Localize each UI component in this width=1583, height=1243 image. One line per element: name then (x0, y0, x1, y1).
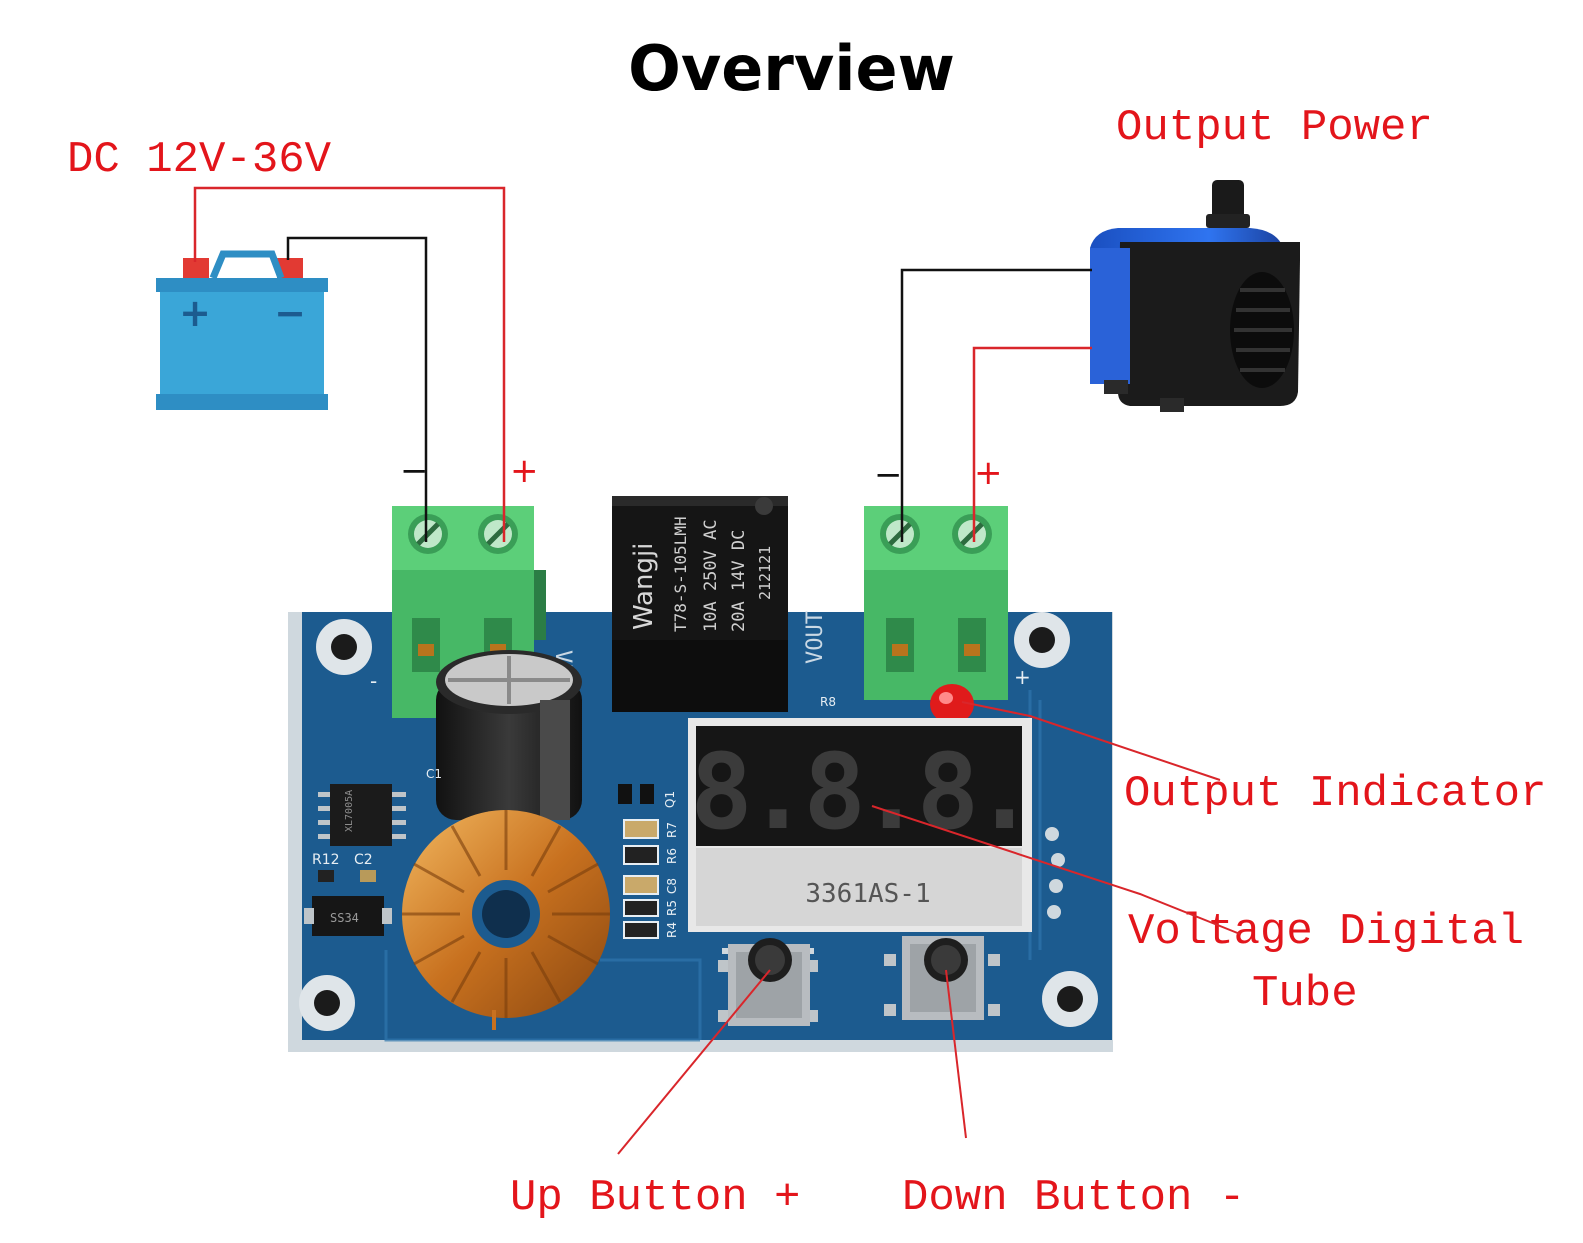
diode-ss34: SS34 (304, 896, 392, 936)
wires (193, 186, 1092, 542)
voltage-tube-label-line2: Tube (1252, 969, 1358, 1019)
output-indicator-led (930, 684, 974, 724)
relay: Wangji T78-S-105LMH 10A 250V AC 20A 14V … (612, 496, 788, 712)
relay-rating-dc: 20A 14V DC (729, 530, 749, 632)
output-plus-sign: + (974, 453, 1003, 493)
output-negative-wire (900, 268, 1092, 542)
input-voltage-label: DC 12V-36V (67, 135, 332, 185)
input-minus-sign: − (400, 451, 429, 491)
up-button-label: Up Button + (510, 1173, 801, 1223)
battery-icon: + − (156, 250, 328, 410)
output-power-label: Output Power (1116, 103, 1433, 153)
voltage-digital-tube: 8.8.8. 3361AS-1 (688, 718, 1036, 932)
toroid-inductor (402, 810, 610, 1030)
r12-silk: R12 (312, 852, 340, 868)
display-model: 3361AS-1 (805, 879, 930, 909)
relay-date-code: 212121 (756, 546, 774, 600)
ss34-marking: SS34 (330, 911, 359, 925)
controller-chip: XL7005A (318, 784, 406, 846)
r8-silk: R8 (820, 695, 836, 709)
battery-minus-mark: − (274, 291, 306, 335)
callout-lines (617, 701, 1241, 1155)
r7-silk: R7 (665, 822, 679, 838)
capacitor-c1: C1 (426, 650, 582, 820)
c2-silk: C2 (354, 852, 373, 868)
water-pump-icon (1090, 180, 1300, 412)
mounting-holes (299, 612, 1098, 1031)
output-terminal-block (864, 506, 1008, 700)
vout-label: VOUT (803, 611, 828, 664)
voltage-tube-label-line1: Voltage Digital (1128, 907, 1525, 957)
down-button[interactable] (884, 936, 1000, 1020)
up-button[interactable] (718, 938, 818, 1026)
battery-plus-mark: + (179, 291, 211, 335)
output-indicator-label: Output Indicator (1124, 769, 1547, 819)
output-positive-wire (972, 346, 1092, 542)
chip-marking: XL7005A (344, 790, 355, 832)
c1-silk: C1 (426, 767, 442, 781)
indicator-callout (961, 701, 1221, 781)
relay-model: T78-S-105LMH (671, 516, 690, 632)
pcb-minus-mark: - (370, 669, 377, 693)
display-digits: 8.8.8. (690, 731, 1030, 853)
input-positive-wire (193, 186, 506, 542)
c8-silk: C8 (665, 878, 679, 894)
smd-components: Q1 R7 R6 C8 R5 R4 R8 (618, 695, 836, 939)
q1-silk: Q1 (663, 791, 677, 808)
output-minus-sign: − (874, 455, 903, 495)
page-title: Overview (628, 32, 955, 105)
pcb-plus-mark: + (1014, 665, 1031, 689)
relay-brand: Wangji (629, 543, 659, 630)
down-button-label: Down Button - (902, 1173, 1246, 1223)
down-button-callout (945, 969, 967, 1139)
tube-callout (871, 805, 1241, 935)
header-pads (1045, 827, 1065, 919)
input-plus-sign: + (510, 451, 539, 491)
input-negative-wire (286, 236, 428, 542)
relay-rating-ac: 10A 250V AC (701, 519, 721, 632)
r5-silk: R5 (665, 900, 679, 916)
up-button-callout (617, 969, 771, 1155)
r4-silk: R4 (665, 922, 679, 938)
r6-silk: R6 (665, 848, 679, 864)
